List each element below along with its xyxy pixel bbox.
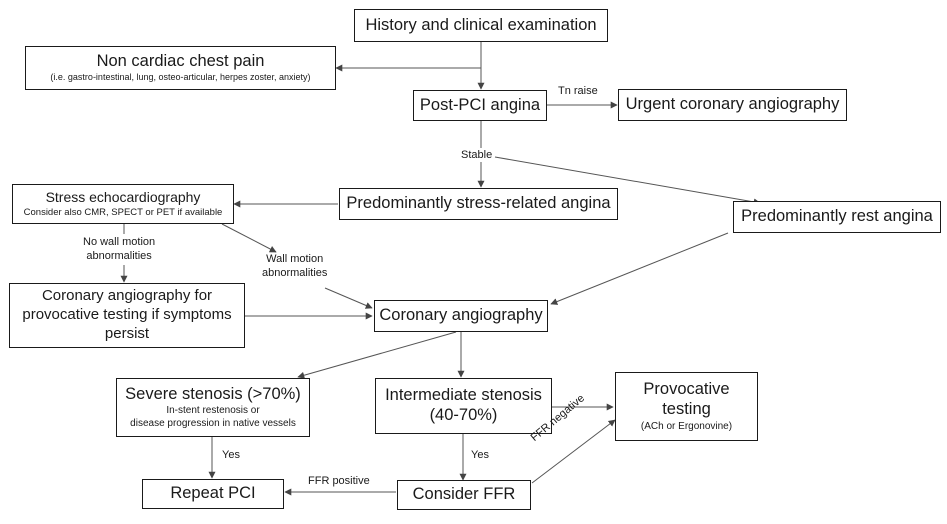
label-yes-right: Yes	[471, 449, 489, 461]
arrow-echo-to-wma	[221, 223, 277, 253]
urgent-box: Urgent coronary angiography	[618, 89, 847, 121]
stress-echo-box: Stress echocardiography Consider also CM…	[12, 184, 234, 224]
cap-line-2: provocative testing if symptoms	[22, 306, 232, 324]
coronary-angiography-box: Coronary angiography	[374, 300, 548, 332]
consider-ffr-title: Consider FFR	[412, 485, 516, 504]
provocative-detail: (ACh or Ergonovine)	[640, 420, 733, 432]
intermediate-line-2: (40-70%)	[429, 406, 498, 424]
history-box: History and clinical examination	[354, 9, 608, 42]
non-cardiac-box: Non cardiac chest pain (i.e. gastro-inte…	[25, 46, 336, 90]
label-yes-left: Yes	[222, 449, 240, 461]
cap-line-3: persist	[104, 324, 150, 342]
intermediate-stenosis-box: Intermediate stenosis (40-70%)	[375, 378, 552, 434]
arrow-rest-to-corangio	[550, 232, 729, 305]
coronary-angio-provocative-box: Coronary angiography for provocative tes…	[9, 283, 245, 348]
label-stable: Stable	[459, 148, 495, 163]
label-wall-motion: Wall motion abnormalities	[262, 252, 327, 281]
post-pci-box: Post-PCI angina	[413, 90, 547, 121]
rest-angina-title: Predominantly rest angina	[741, 207, 933, 226]
urgent-title: Urgent coronary angiography	[625, 95, 840, 114]
provocative-line-1: Provocative	[643, 380, 730, 399]
severe-detail-1: In-stent restenosis or	[166, 405, 260, 417]
coronary-angiography-title: Coronary angiography	[379, 306, 543, 325]
severe-stenosis-box: Severe stenosis (>70%) In-stent restenos…	[116, 378, 310, 437]
label-ffr-positive: FFR positive	[308, 475, 370, 487]
stress-angina-box: Predominantly stress-related angina	[339, 188, 618, 220]
arrow-ffr-to-provocative	[531, 419, 616, 484]
stress-angina-title: Predominantly stress-related angina	[346, 194, 611, 213]
non-cardiac-title: Non cardiac chest pain	[96, 52, 265, 71]
arrow-wma-to-corangio	[324, 287, 373, 309]
stress-echo-detail: Consider also CMR, SPECT or PET if avail…	[23, 206, 223, 218]
repeat-pci-title: Repeat PCI	[170, 484, 256, 503]
history-title: History and clinical examination	[365, 15, 597, 34]
provocative-testing-box: Provocative testing (ACh or Ergonovine)	[615, 372, 758, 441]
post-pci-title: Post-PCI angina	[419, 95, 541, 114]
no-wma-line-1: No wall motion	[83, 236, 156, 248]
label-tn-raise: Tn raise	[558, 85, 598, 97]
intermediate-line-1: Intermediate stenosis	[385, 386, 542, 405]
arrow-stable-to-rest	[494, 156, 761, 206]
cap-line-1: Coronary angiography for	[41, 287, 213, 305]
arrow-corangio-to-severe	[297, 331, 457, 379]
no-wma-line-2: abnormalities	[86, 250, 152, 263]
wma-line-1: Wall motion	[266, 253, 324, 265]
rest-angina-box: Predominantly rest angina	[733, 201, 941, 233]
provocative-line-2: testing	[662, 400, 711, 418]
wma-line-2: abnormalities	[262, 267, 328, 280]
consider-ffr-box: Consider FFR	[397, 480, 531, 510]
repeat-pci-box: Repeat PCI	[142, 479, 284, 509]
severe-title: Severe stenosis (>70%)	[125, 384, 301, 403]
label-no-wall-motion: No wall motion abnormalities	[83, 234, 156, 265]
severe-detail-2: disease progression in native vessels	[130, 418, 296, 430]
non-cardiac-detail: (i.e. gastro-intestinal, lung, osteo-art…	[50, 72, 311, 83]
stress-echo-title: Stress echocardiography	[45, 189, 201, 206]
